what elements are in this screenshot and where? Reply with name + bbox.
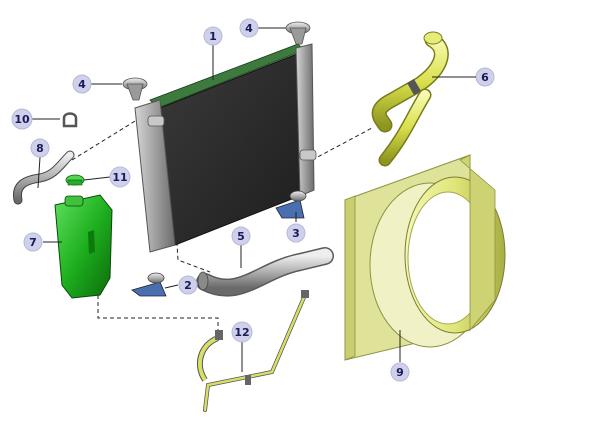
lower-mount-part-3 xyxy=(275,190,307,219)
dashed-line-8-to-radiator xyxy=(71,117,141,161)
callout-6: 6 xyxy=(475,67,495,87)
callout-9-label: 9 xyxy=(396,366,404,379)
callout-2-label: 2 xyxy=(184,279,192,292)
dashed-line-tank-to-pipe12 xyxy=(97,295,219,332)
small-hose-part-8 xyxy=(12,150,75,205)
callout-9: 9 xyxy=(390,362,410,382)
callout-10-label: 10 xyxy=(14,113,30,126)
callout-7-label: 7 xyxy=(29,236,37,249)
callout-7: 7 xyxy=(23,232,43,252)
callout-1: 1 xyxy=(203,26,223,46)
tank-cap-part-11 xyxy=(65,174,85,186)
callout-11: 11 xyxy=(109,166,131,188)
hose-clip-part-10 xyxy=(62,112,78,128)
callout-4-upper: 4 xyxy=(239,18,259,38)
coolant-pipe-part-12 xyxy=(196,290,309,412)
callout-4-upper-label: 4 xyxy=(245,22,253,35)
leader-lines xyxy=(32,27,445,372)
lower-hose-part-5 xyxy=(196,247,334,297)
callout-12-label: 12 xyxy=(234,326,249,339)
callout-5-label: 5 xyxy=(237,230,245,243)
lower-mount-part-2 xyxy=(131,272,167,297)
fan-shroud-part-9 xyxy=(344,154,506,361)
callout-11-label: 11 xyxy=(112,171,127,184)
callout-4-lower-label: 4 xyxy=(78,78,86,91)
callout-8-label: 8 xyxy=(36,142,44,155)
callout-4-lower: 4 xyxy=(72,74,92,94)
callout-12: 12 xyxy=(231,321,253,343)
upper-hose-part-6 xyxy=(371,31,449,167)
callout-3: 3 xyxy=(286,223,306,243)
callout-2: 2 xyxy=(178,275,198,295)
callout-10: 10 xyxy=(11,108,33,130)
callout-6-label: 6 xyxy=(481,71,489,84)
callout-5: 5 xyxy=(231,226,251,246)
callout-1-label: 1 xyxy=(209,30,217,43)
radiator-part-1 xyxy=(134,43,317,253)
mount-bracket-part-4-upper xyxy=(285,21,311,45)
dashed-line-radiator-to-hose6 xyxy=(311,127,373,161)
callout-8: 8 xyxy=(30,138,50,158)
expansion-tank-part-7 xyxy=(54,194,113,299)
callout-3-label: 3 xyxy=(292,227,300,240)
mount-bracket-part-4-lower xyxy=(122,77,148,101)
